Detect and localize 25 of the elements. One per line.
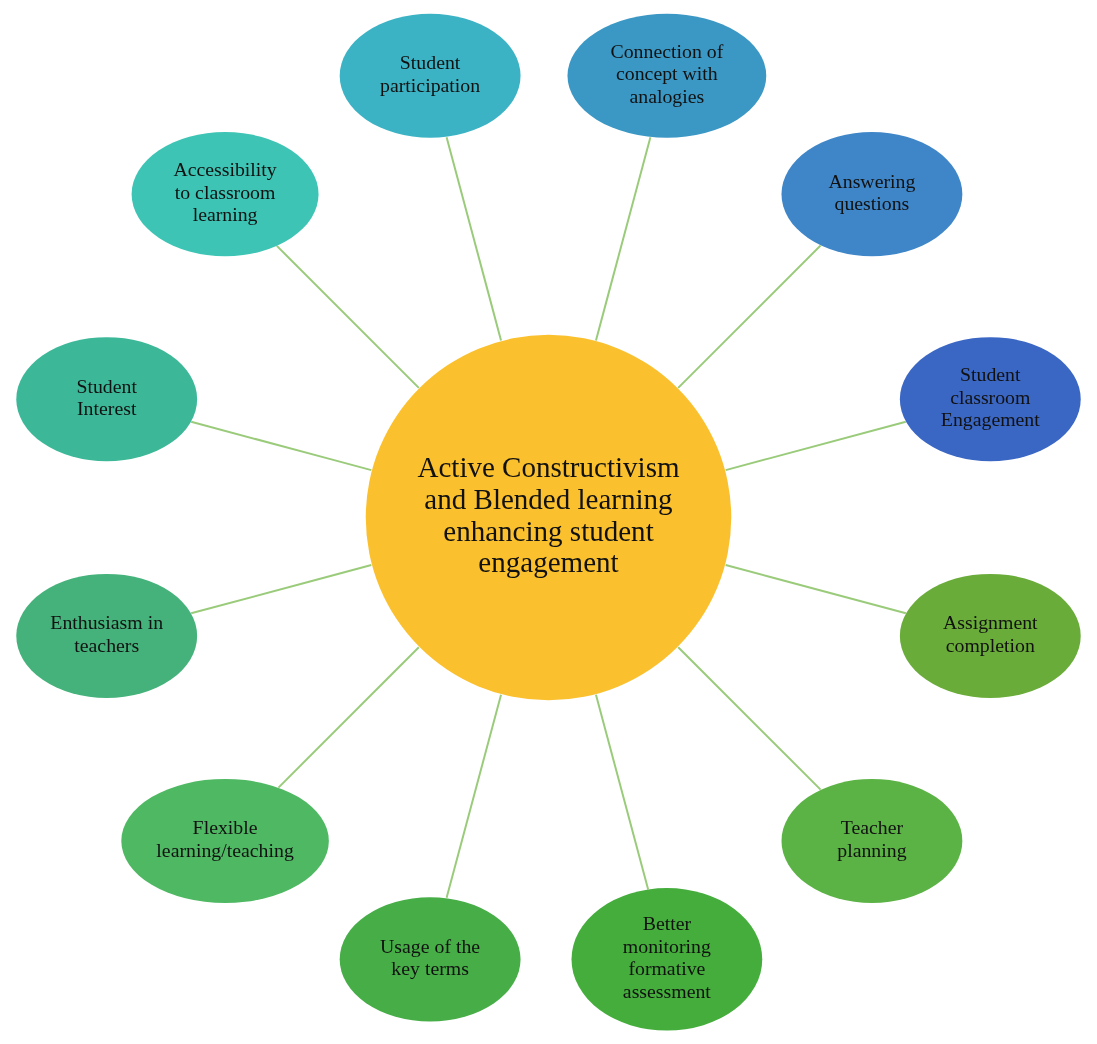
node-ellipse: Student participation xyxy=(339,13,521,138)
connector xyxy=(594,136,652,342)
node-ellipse: Answering questions xyxy=(781,132,963,257)
connector xyxy=(190,420,373,472)
connector xyxy=(275,244,420,389)
connector xyxy=(677,646,822,791)
node-ellipse: Better monitoring formative assessment xyxy=(571,888,763,1031)
node-ellipse: Assignment completion xyxy=(899,573,1081,698)
node-ellipse: Flexible learning/teaching xyxy=(121,778,329,903)
connector xyxy=(594,693,650,891)
node-ellipse: Student Interest xyxy=(16,337,198,462)
node-ellipse: Accessibility to classroom learning xyxy=(131,132,319,257)
node-ellipse: Teacher planning xyxy=(781,778,963,903)
node-ellipse: Enthusiasm in teachers xyxy=(16,573,198,698)
connector xyxy=(677,244,822,389)
connector xyxy=(190,564,373,615)
connector xyxy=(724,564,907,615)
node-ellipse: Usage of the key terms xyxy=(339,897,521,1022)
connector xyxy=(724,420,907,472)
connector xyxy=(445,693,503,899)
connector xyxy=(445,136,503,342)
node-ellipse: Connection of concept with analogies xyxy=(567,13,767,138)
node-ellipse: Student classroom Engagement xyxy=(899,337,1081,462)
node-circle: Active Constructivism and Blended learning enhancing student engagement xyxy=(365,334,732,701)
connector xyxy=(277,646,420,789)
